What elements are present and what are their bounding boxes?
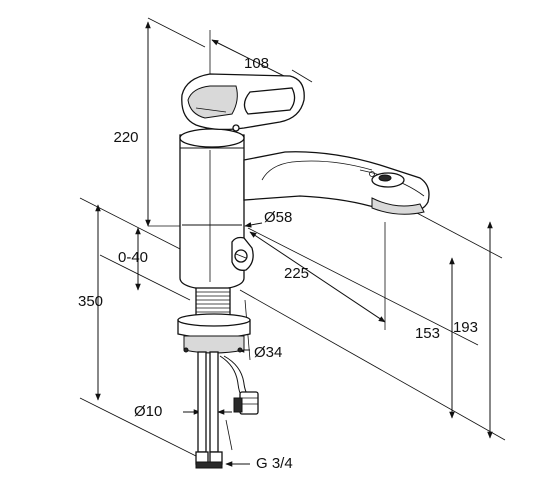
label-height-adjust-range: 0-40 xyxy=(118,249,148,266)
label-spout-offset: 108 xyxy=(244,55,269,72)
label-hose-length: 350 xyxy=(78,293,103,310)
label-max-height: 193 xyxy=(453,319,478,336)
label-tube-diameter: Ø10 xyxy=(134,403,162,420)
label-outlet-height: 153 xyxy=(415,325,440,342)
dimension-lines xyxy=(79,17,506,467)
faucet-body xyxy=(179,73,430,291)
dimension-labels: 108 220 0-40 350 Ø58 225 Ø34 Ø10 G 3/4 1… xyxy=(78,55,478,472)
label-spout-reach: 225 xyxy=(284,265,309,282)
label-spout-diameter: Ø58 xyxy=(264,209,292,226)
mounting-hardware xyxy=(177,287,259,469)
label-total-height: 220 xyxy=(113,129,138,146)
label-mount-diameter: Ø34 xyxy=(254,344,282,361)
label-connection-thread: G 3/4 xyxy=(256,455,293,472)
